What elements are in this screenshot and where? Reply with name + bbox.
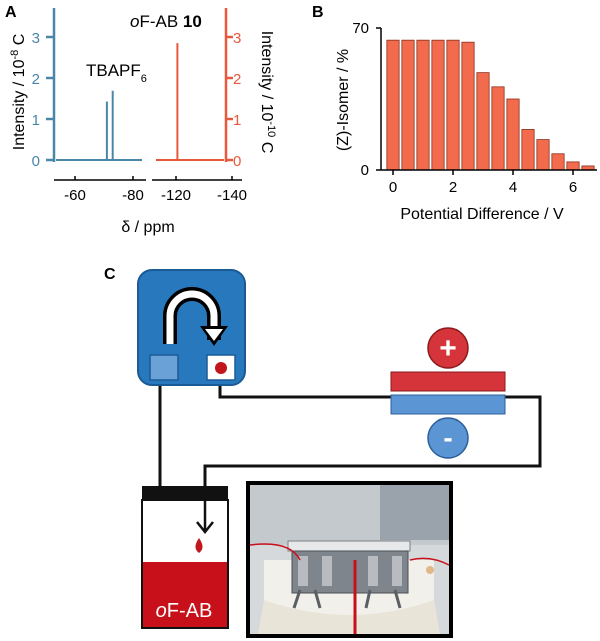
x-tick-label: 2 [449,179,457,196]
b-y-tick-0: 0 [361,162,369,179]
drip-arrow-icon [196,500,214,535]
a-left-tick-0: 0 [32,153,40,170]
vial-label: oF-AB [156,600,213,622]
wire-pump-to-positive [218,383,391,399]
a-right-axis-title: Intensity / 10-10 C [258,31,277,154]
plus-symbol: + [439,332,457,365]
x-tick-label: 6 [569,179,577,196]
a-x-tick-3: -140 [217,187,247,204]
vial-cap [142,486,228,500]
minus-symbol: - [443,422,452,453]
rotation-arrow-icon [163,287,228,346]
a-right-tick-2: 2 [233,71,241,88]
negative-electrode-plate [390,394,506,415]
panel-a-left-axis: 0 1 2 3 Intensity / 10-8 C [9,8,56,170]
panel-c-letter: C [104,266,116,283]
bar-series [386,39,595,171]
positive-electrode-plate [390,371,506,392]
a-right-tick-1: 1 [233,112,241,129]
power-source: + - [390,327,506,459]
negative-terminal-icon [427,417,469,459]
a-left-tick-2: 2 [32,71,40,88]
bar [476,72,490,171]
sample-vial: oF-AB [141,486,229,629]
wire-negative-to-vial [203,395,542,490]
x-tick-label: 0 [389,179,397,196]
bar [491,86,505,171]
bar [446,39,460,171]
panel-a-right-axis: 0 1 2 3 Intensity / 10-10 C [224,8,277,170]
panel-a-letter: A [5,4,17,21]
positive-terminal-icon [427,327,469,369]
tbapf6-label: TBAPF6 [86,61,147,85]
panel-a-x-axis: -60 -80 -120 -140 δ / ppm [54,176,247,236]
bar [551,153,565,171]
a-x-tick-1: -80 [122,187,144,204]
a-x-axis-title: δ / ppm [121,219,174,236]
ofab-10-label: oF-AB 10 [130,12,202,31]
a-right-tick-0: 0 [233,153,241,170]
bar [566,161,580,171]
wiring [158,383,542,490]
bar [401,39,415,171]
a-left-axis-title: Intensity / 10-8 C [9,34,28,151]
electrochemical-cell-photo [246,481,453,638]
panel-a-spectra: TBAPF6 oF-AB 10 [56,12,224,161]
bar [416,39,430,171]
a-x-tick-0: -60 [64,187,86,204]
pump [137,269,246,386]
a-x-tick-2: -120 [161,187,191,204]
b-x-axis-title: Potential Difference / V [400,206,564,223]
pump-inlet-button [149,354,179,381]
b-y-axis-title: (Z)-Isomer / % [335,49,352,151]
pump-outlet-drop-icon [215,362,227,374]
panel-b-letter: B [312,4,324,21]
falling-drop-icon [195,538,203,553]
bar [521,129,535,171]
bar [386,39,400,171]
bar [506,98,520,171]
bar [461,41,475,171]
b-y-tick-70: 70 [352,20,369,37]
bar [431,39,445,171]
panel-b-chart: 0 2 4 6 0 70 (Z)-Isomer / % Potential Diffe… [335,20,597,223]
a-left-tick-3: 3 [32,30,40,47]
bar [536,139,550,171]
x-tick-label: 4 [509,179,517,196]
a-left-tick-1: 1 [32,112,40,129]
a-right-tick-3: 3 [233,30,241,47]
vial-liquid [143,562,227,627]
